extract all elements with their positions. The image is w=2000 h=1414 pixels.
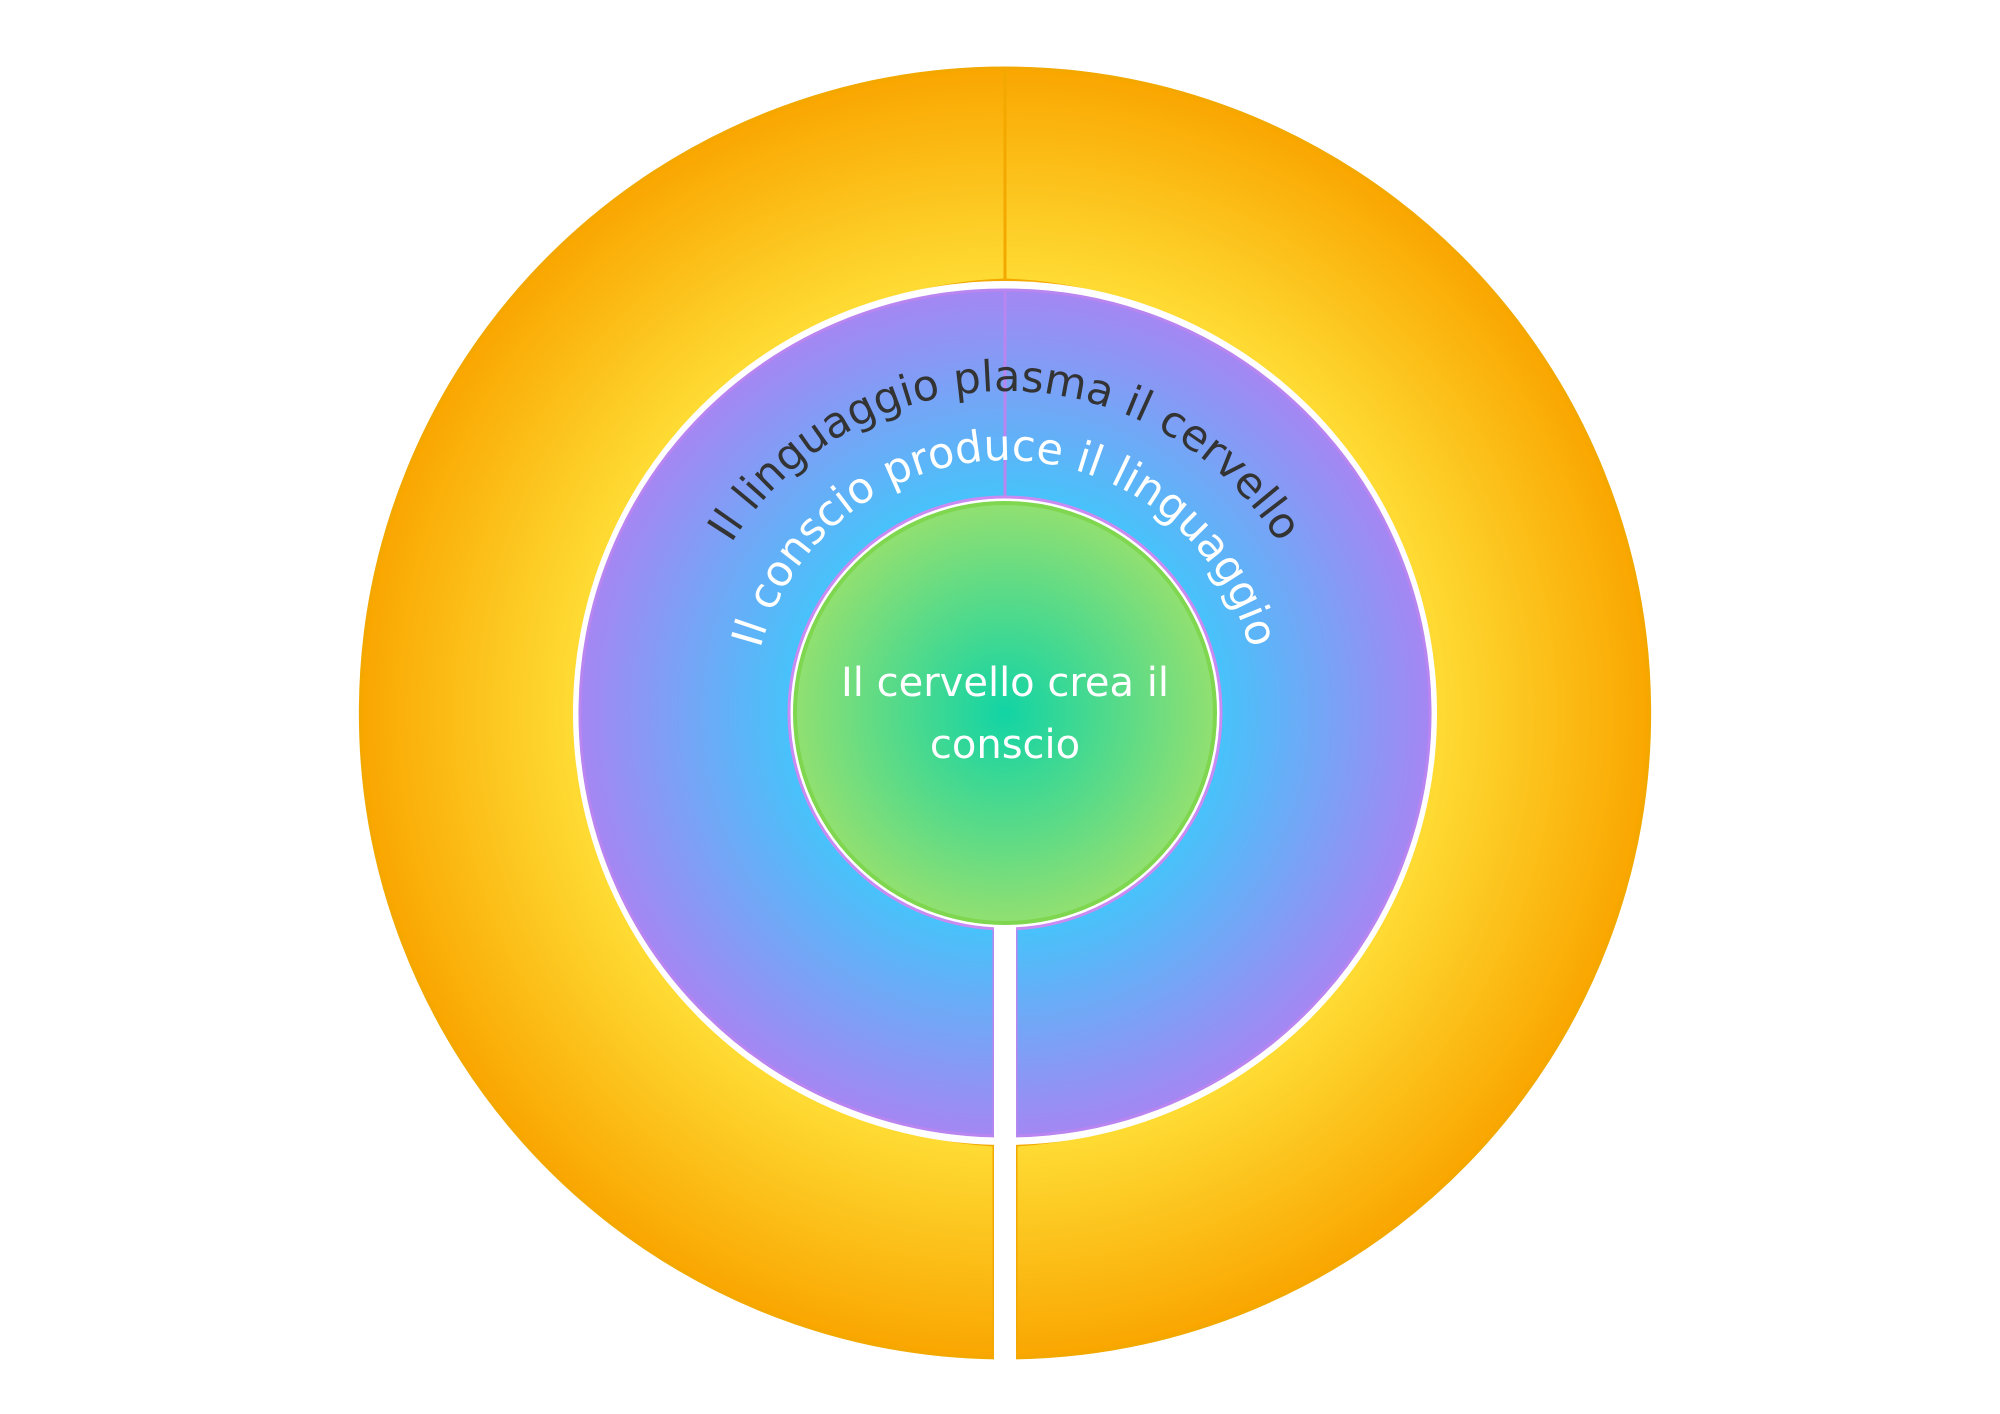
middle-ring-gap: [994, 918, 1016, 1138]
core-label-line1: Il cervello crea il: [841, 660, 1169, 706]
core-label-line2: conscio: [930, 722, 1080, 768]
core-circle: [793, 501, 1217, 925]
outer-ring-gap: [994, 1140, 1016, 1360]
